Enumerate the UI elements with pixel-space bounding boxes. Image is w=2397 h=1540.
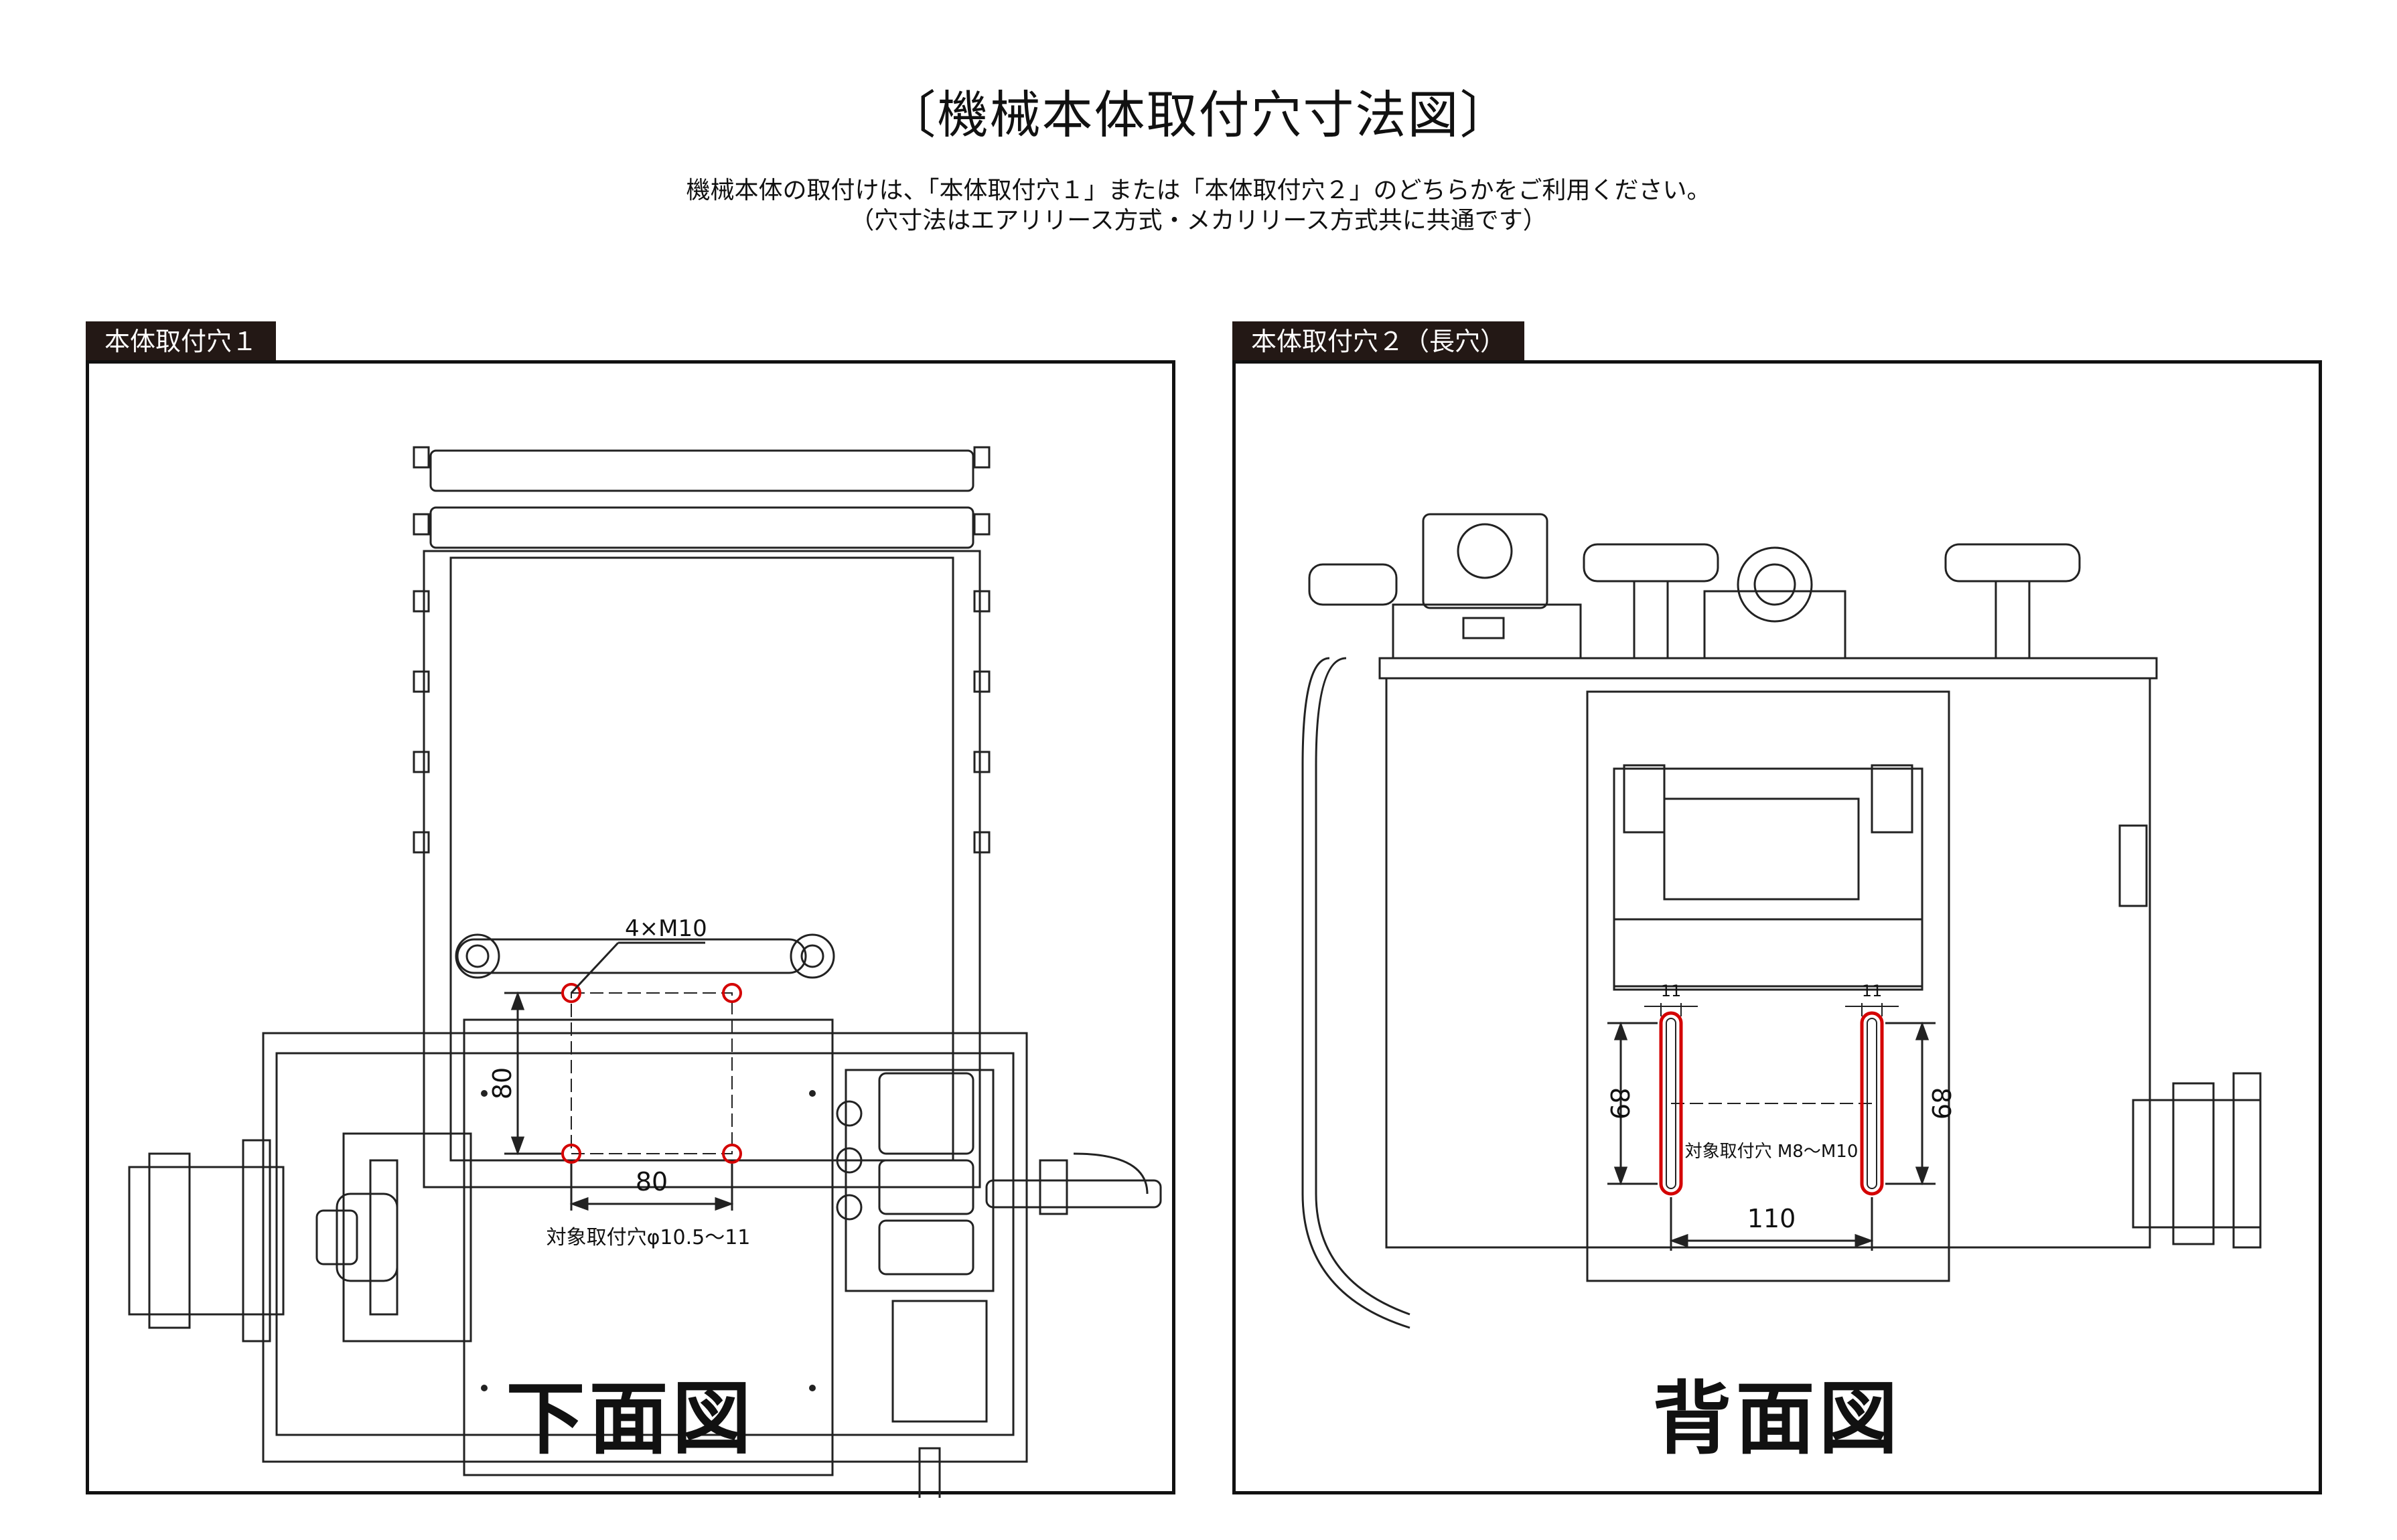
bottom-view-panel: 4×M10 80 80 対象取付穴φ10.5～11 下面図 xyxy=(86,360,1175,1498)
slot-right xyxy=(1860,1011,1884,1196)
instruction-line: 機械本体の取付けは、「本体取付穴１」または「本体取付穴２」のどちらかをご利用くだ… xyxy=(686,177,1711,204)
note-line: （穴寸法はエアリリース方式・メカリリース方式共に共通です） xyxy=(850,207,1547,234)
mount-hole-2 xyxy=(722,983,742,1003)
hole-label: 4×M10 xyxy=(625,915,707,942)
rear-view-drawing: 11 11 89 89 110 対象取付穴 M8～M10 xyxy=(1301,513,2262,1329)
dim-left: 89 xyxy=(1605,1087,1634,1120)
slot-width-right: 11 xyxy=(1862,982,1883,1000)
rear-view-caption: 背面図 xyxy=(1652,1373,1902,1465)
dim-right: 89 xyxy=(1926,1087,1956,1120)
right-panel-tag: 本体取付穴２（長穴） xyxy=(1232,321,1525,362)
target-hole-note: 対象取付穴φ10.5～11 xyxy=(547,1226,751,1249)
dim-bottom: 110 xyxy=(1747,1204,1796,1233)
mount-hole-1 xyxy=(561,983,581,1003)
slot-left xyxy=(1659,1011,1683,1196)
bottom-view-caption: 下面図 xyxy=(506,1373,755,1465)
mount-hole-4 xyxy=(722,1144,742,1164)
target-slot-note: 対象取付穴 M8～M10 xyxy=(1685,1142,1859,1162)
left-panel-tag: 本体取付穴１ xyxy=(86,321,277,362)
slot-width-left: 11 xyxy=(1661,982,1682,1000)
mount-hole-3 xyxy=(561,1144,581,1164)
rear-view-panel: 11 11 89 89 110 対象取付穴 M8～M10 xyxy=(1232,360,2322,1494)
dim-vertical: 80 xyxy=(488,1067,517,1099)
bottom-view-drawing: 4×M10 80 80 対象取付穴φ10.5～11 xyxy=(128,446,1162,1498)
page-title: 〔機械本体取付穴寸法図〕 xyxy=(885,85,1512,145)
dim-horizontal: 80 xyxy=(636,1167,668,1197)
